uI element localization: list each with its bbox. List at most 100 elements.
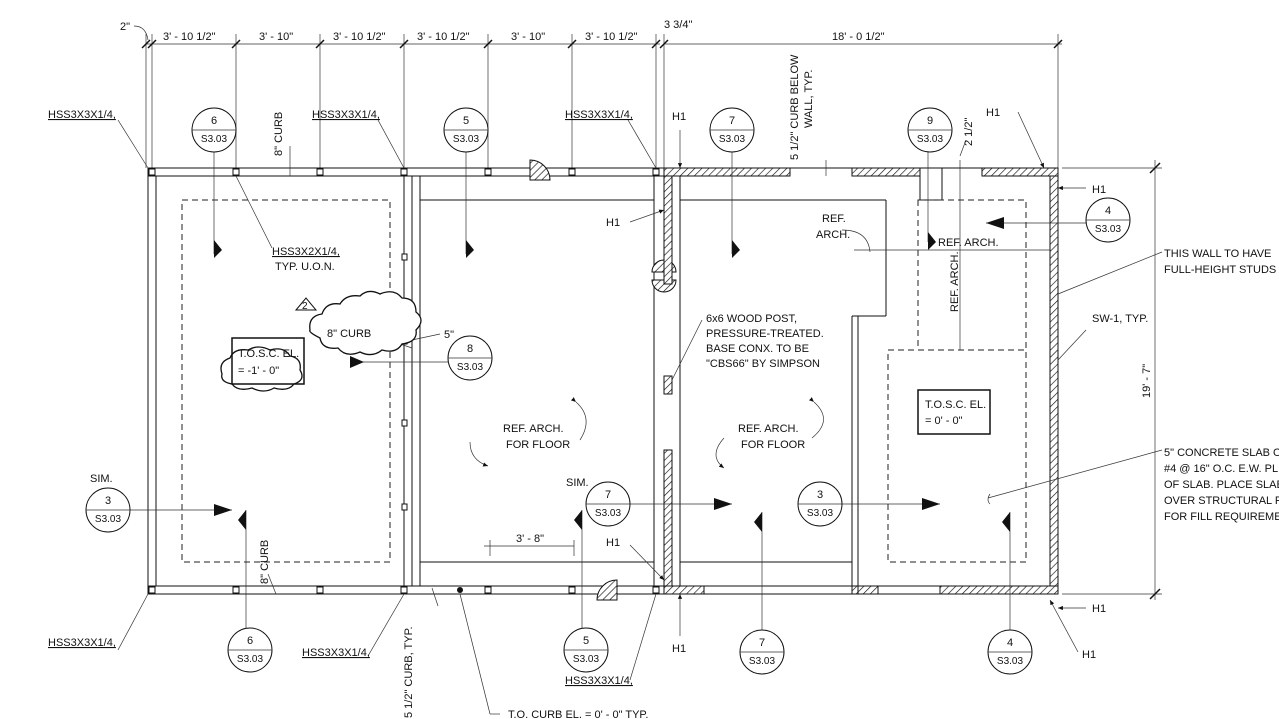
tosc-label: = -1' - 0"	[238, 365, 279, 377]
curb-typ-label: 5 1/2" CURB, TYP.	[403, 626, 415, 718]
slab-note: #4 @ 16" O.C. E.W. PL.	[1164, 463, 1279, 475]
dim-4: 3' - 10 1/2"	[417, 31, 470, 43]
right-building	[660, 160, 1059, 595]
section-sheet: S3.03	[719, 134, 746, 145]
h1-label: H1	[672, 643, 686, 655]
section-marker[interactable]: 5 S3.03	[563, 627, 609, 673]
section-num: 6	[247, 635, 253, 647]
hss-label: HSS3X3X1/4,	[302, 647, 370, 659]
h1-label: H1	[1092, 603, 1106, 615]
section-num: 7	[729, 115, 735, 127]
full-height-note: FULL-HEIGHT STUDS	[1164, 264, 1276, 276]
section-num: 5	[583, 635, 589, 647]
section-marker[interactable]: 9 S3.03	[907, 107, 953, 153]
section-bubbles: 6 S3.03 5 S3.03 7 S3.03 9 S3.03 4 S3.03 …	[85, 107, 1131, 675]
section-num: 7	[605, 489, 611, 501]
dim-3: 3' - 10 1/2"	[333, 31, 386, 43]
hss-label: HSS3X3X1/4,	[48, 109, 116, 121]
section-sheet: S3.03	[201, 134, 228, 145]
section-marker[interactable]: 6 S3.03	[227, 627, 273, 673]
dim-5in: 5"	[444, 329, 454, 341]
right-dimension: 19' - 7"	[1062, 160, 1162, 600]
curb-below-label: WALL, TYP.	[803, 70, 815, 129]
curb-label: 8" CURB	[259, 540, 271, 584]
hss-label: HSS3X3X1/4,	[312, 109, 380, 121]
dim-6: 3' - 10 1/2"	[585, 31, 638, 43]
h1-arrows	[629, 111, 1086, 653]
tosc-label: T.O.S.C. EL.	[925, 399, 986, 411]
section-sheet: S3.03	[807, 508, 834, 519]
dim-2: 3' - 10"	[259, 31, 293, 43]
dim-right: 19' - 7"	[1141, 364, 1153, 398]
hss-typ-label: HSS3X2X1/4,	[272, 246, 340, 258]
section-num: 3	[817, 489, 823, 501]
section-marker[interactable]: 7 S3.03	[585, 481, 631, 527]
section-sheet: S3.03	[95, 514, 122, 525]
h1-label: H1	[672, 111, 686, 123]
ref-floor-note: FOR FLOOR	[741, 439, 805, 451]
ref-floor-note: FOR FLOOR	[506, 439, 570, 451]
ref-floor-note: REF. ARCH.	[503, 423, 564, 435]
section-num: 4	[1007, 637, 1013, 649]
h1-label: H1	[986, 107, 1000, 119]
ref-arch-note: REF. ARCH.	[949, 251, 961, 312]
top-dimension-string: 2" 3' - 10 1/2" 3' - 10" 3' - 10 1/2" 3'…	[120, 19, 1063, 168]
section-marker[interactable]: 6 S3.03	[191, 107, 237, 153]
post-note: PRESSURE-TREATED.	[706, 328, 824, 340]
sim-label: SIM.	[90, 473, 113, 485]
tosc-box-left	[231, 337, 305, 385]
hss-label: HSS3X3X1/4,	[48, 637, 116, 649]
section-sheet: S3.03	[1095, 224, 1122, 235]
hss-typ-label: TYP. U.O.N.	[275, 261, 335, 273]
hss-label: HSS3X3X1/4,	[565, 675, 633, 687]
dim-5: 3' - 10"	[511, 31, 545, 43]
to-curb-label: T.O. CURB EL. = 0' - 0" TYP.	[508, 709, 648, 719]
section-sheet: S3.03	[237, 654, 264, 665]
section-cut-lines	[130, 150, 1086, 632]
section-marker[interactable]: 7 S3.03	[709, 107, 755, 153]
curb-label: 8" CURB	[327, 328, 371, 340]
section-marker[interactable]: 3 S3.03	[797, 481, 843, 527]
sw1-label: SW-1, TYP.	[1092, 313, 1148, 325]
dim-2in: 2"	[120, 21, 130, 33]
section-num: 4	[1105, 205, 1111, 217]
slab-note: 5" CONCRETE SLAB ON	[1164, 447, 1279, 459]
section-num: 7	[759, 637, 765, 649]
post-note: "CBS66" BY SIMPSON	[706, 358, 820, 370]
section-num: 5	[463, 115, 469, 127]
dim-1: 3' - 10 1/2"	[163, 31, 216, 43]
hss-label: HSS3X3X1/4,	[565, 109, 633, 121]
curb-label: 8" CURB	[273, 112, 285, 156]
dim-2-1-2: 2 1/2"	[963, 118, 975, 146]
post-note: BASE CONX. TO BE	[706, 343, 809, 355]
sim-label: SIM.	[566, 477, 589, 489]
section-marker[interactable]: 5 S3.03	[443, 107, 489, 153]
section-sheet: S3.03	[749, 656, 776, 667]
section-marker[interactable]: 3 S3.03	[85, 487, 131, 533]
h1-label: H1	[606, 217, 620, 229]
ref-arch-note: REF.	[822, 213, 846, 225]
curb-below-label: 5 1/2" CURB BELOW	[789, 54, 801, 160]
left-bay	[147, 159, 677, 601]
post-note: 6x6 WOOD POST,	[706, 313, 797, 325]
h1-label: H1	[1092, 184, 1106, 196]
dim-8: 18' - 0 1/2"	[832, 31, 885, 43]
section-sheet: S3.03	[453, 134, 480, 145]
section-marker[interactable]: 4 S3.03	[1085, 197, 1131, 243]
dim-7: 3 3/4"	[664, 19, 692, 31]
tosc-label: = 0' - 0"	[925, 415, 963, 427]
section-marker[interactable]: 7 S3.03	[739, 629, 785, 675]
slab-note: OVER STRUCTURAL FIL	[1164, 495, 1279, 507]
section-marker[interactable]: 8 S3.03	[447, 335, 493, 381]
tosc-box-right	[917, 389, 991, 435]
leader-lines	[117, 119, 1163, 715]
section-num: 3	[105, 495, 111, 507]
section-sheet: S3.03	[573, 654, 600, 665]
section-sheet: S3.03	[997, 656, 1024, 667]
revision-tag: 2	[302, 301, 308, 312]
full-height-note: THIS WALL TO HAVE	[1164, 248, 1271, 260]
revision-cloud: 2	[220, 290, 422, 392]
section-marker[interactable]: 4 S3.03	[987, 629, 1033, 675]
section-num: 6	[211, 115, 217, 127]
